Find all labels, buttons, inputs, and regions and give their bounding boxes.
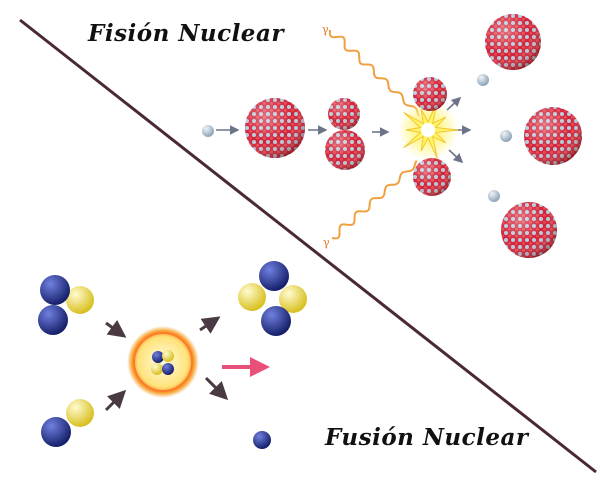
arrow-icon <box>105 319 127 338</box>
neutron-ball <box>500 130 512 142</box>
fission-arrows <box>216 96 472 164</box>
gamma-label: γ <box>323 236 330 249</box>
neutron-ball <box>202 125 214 137</box>
nucleus <box>524 107 582 165</box>
nucleus-shade <box>524 107 582 165</box>
fusion-core-glow <box>127 326 199 398</box>
gamma-ray-wave <box>328 29 420 117</box>
neutron-ball <box>162 350 174 362</box>
neutron-ball <box>238 283 266 311</box>
fission-particles <box>202 14 582 258</box>
gamma-ray-wave <box>331 160 418 240</box>
neutron-ball <box>66 399 94 427</box>
fusion-title: Fusión Nuclear <box>325 424 529 451</box>
proton-ball <box>261 306 291 336</box>
fusion-core-ring <box>133 332 193 392</box>
proton-ball <box>38 305 68 335</box>
arrow-icon <box>446 96 462 111</box>
divider-line <box>19 18 597 474</box>
fusion-particles <box>38 261 307 449</box>
arrow-icon <box>448 149 464 164</box>
gamma-rays: γγ <box>322 23 420 249</box>
proton-ball <box>40 275 70 305</box>
arrow-icon <box>104 389 127 412</box>
nucleus <box>245 98 305 158</box>
nucleus-shade <box>328 98 360 130</box>
nucleus-shade <box>501 202 557 258</box>
proton-ball <box>162 363 174 375</box>
nucleus <box>485 14 541 70</box>
nucleus <box>328 98 360 130</box>
nucleus-shade <box>325 130 365 170</box>
neutron-ball <box>477 74 489 86</box>
nucleus <box>325 130 365 170</box>
nucleus-shade <box>245 98 305 158</box>
proton-ball <box>259 261 289 291</box>
nucleus-shade <box>485 14 541 70</box>
nucleus <box>413 77 447 111</box>
fission-title: Fisión Nuclear <box>88 20 284 47</box>
proton-ball <box>152 351 164 363</box>
neutron-ball <box>279 285 307 313</box>
neutron-ball <box>488 190 500 202</box>
nucleus-shade <box>413 77 447 111</box>
arrow-icon <box>204 376 229 401</box>
arrow-icon <box>199 316 221 334</box>
nucleus-shade <box>413 158 451 196</box>
gamma-label: γ <box>322 23 329 36</box>
proton-ball <box>41 417 71 447</box>
neutron-ball <box>253 431 271 449</box>
nucleus <box>413 158 451 196</box>
nucleus <box>501 202 557 258</box>
neutron-ball <box>151 363 163 375</box>
flash-core <box>421 123 435 137</box>
neutron-ball <box>66 286 94 314</box>
